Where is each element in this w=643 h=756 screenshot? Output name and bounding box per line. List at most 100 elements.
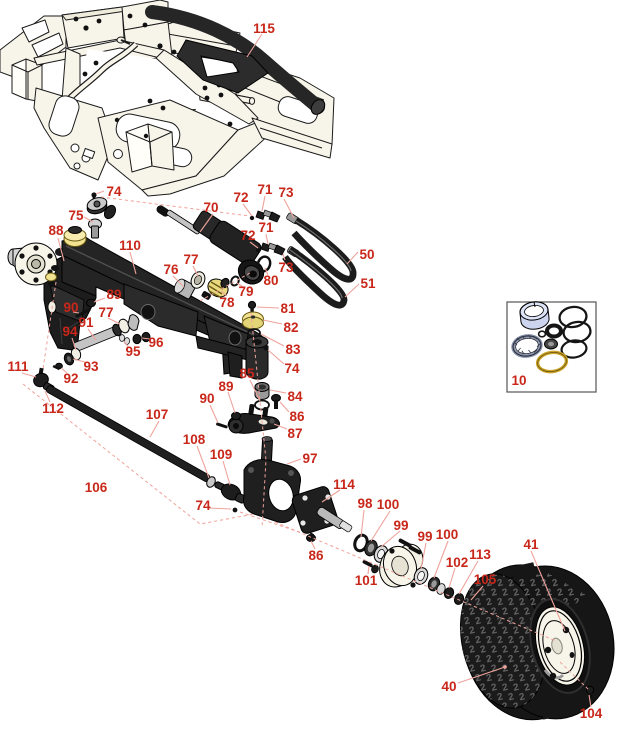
- svg-text:84: 84: [287, 389, 303, 404]
- svg-text:113: 113: [469, 547, 491, 562]
- svg-text:86: 86: [308, 548, 324, 563]
- svg-text:2: 2: [512, 644, 520, 656]
- svg-text:110: 110: [119, 238, 141, 253]
- svg-text:2: 2: [507, 615, 515, 627]
- svg-text:2: 2: [463, 634, 471, 646]
- svg-text:41: 41: [523, 537, 539, 552]
- svg-text:2: 2: [474, 634, 482, 646]
- svg-text:2: 2: [518, 634, 526, 646]
- svg-text:111: 111: [7, 359, 29, 374]
- svg-text:2: 2: [474, 672, 482, 684]
- svg-text:2: 2: [474, 653, 482, 665]
- svg-text:2: 2: [507, 672, 515, 684]
- svg-text:2: 2: [501, 644, 509, 656]
- svg-text:2: 2: [485, 634, 493, 646]
- svg-text:80: 80: [263, 273, 278, 288]
- svg-text:72: 72: [240, 228, 255, 243]
- svg-text:105: 105: [474, 572, 497, 587]
- svg-text:2: 2: [529, 653, 537, 665]
- svg-text:2: 2: [479, 644, 487, 656]
- svg-text:90: 90: [199, 391, 214, 406]
- svg-text:2: 2: [496, 615, 504, 627]
- svg-text:2: 2: [534, 587, 542, 599]
- svg-text:2: 2: [490, 644, 498, 656]
- svg-text:82: 82: [283, 320, 298, 335]
- svg-text:2: 2: [512, 606, 520, 618]
- svg-text:2: 2: [529, 672, 537, 684]
- svg-text:2: 2: [485, 615, 493, 627]
- svg-text:2: 2: [501, 587, 509, 599]
- svg-text:96: 96: [148, 335, 164, 350]
- svg-text:106: 106: [85, 480, 108, 495]
- svg-text:2: 2: [468, 625, 476, 637]
- svg-text:94: 94: [62, 324, 78, 339]
- svg-text:100: 100: [436, 527, 459, 542]
- svg-text:73: 73: [278, 185, 294, 200]
- svg-text:2: 2: [507, 653, 515, 665]
- svg-text:2: 2: [490, 625, 498, 637]
- svg-text:2: 2: [490, 606, 498, 618]
- svg-text:74: 74: [195, 498, 211, 513]
- svg-text:2: 2: [457, 625, 465, 637]
- svg-text:2: 2: [512, 701, 520, 713]
- svg-text:83: 83: [285, 342, 301, 357]
- svg-text:99: 99: [417, 529, 432, 544]
- svg-text:2: 2: [490, 663, 498, 675]
- svg-text:2: 2: [562, 596, 570, 608]
- svg-text:2: 2: [518, 596, 526, 608]
- svg-text:2: 2: [523, 625, 531, 637]
- svg-text:2: 2: [512, 682, 520, 694]
- svg-text:2: 2: [496, 672, 504, 684]
- svg-text:2: 2: [507, 596, 515, 608]
- svg-text:2: 2: [479, 663, 487, 675]
- svg-text:76: 76: [163, 262, 179, 277]
- svg-text:40: 40: [441, 679, 456, 694]
- svg-text:2: 2: [507, 577, 515, 589]
- svg-text:2: 2: [529, 596, 537, 608]
- svg-text:108: 108: [183, 432, 206, 447]
- svg-text:2: 2: [501, 663, 509, 675]
- svg-text:2: 2: [518, 691, 526, 703]
- svg-text:2: 2: [496, 653, 504, 665]
- svg-text:91: 91: [78, 315, 94, 330]
- svg-text:2: 2: [485, 691, 493, 703]
- svg-text:2: 2: [518, 615, 526, 627]
- svg-text:101: 101: [355, 573, 378, 588]
- svg-text:100: 100: [377, 497, 400, 512]
- svg-text:93: 93: [83, 359, 99, 374]
- svg-text:2: 2: [523, 587, 531, 599]
- svg-text:81: 81: [280, 301, 296, 316]
- svg-text:2: 2: [512, 625, 520, 637]
- svg-text:2: 2: [496, 577, 504, 589]
- svg-text:2: 2: [479, 606, 487, 618]
- svg-text:89: 89: [218, 379, 233, 394]
- svg-text:2: 2: [490, 682, 498, 694]
- svg-text:2: 2: [496, 691, 504, 703]
- svg-text:90: 90: [63, 300, 78, 315]
- svg-text:2: 2: [463, 615, 471, 627]
- svg-text:2: 2: [518, 577, 526, 589]
- svg-text:73: 73: [278, 260, 294, 275]
- svg-text:85: 85: [239, 366, 255, 381]
- svg-text:2: 2: [468, 587, 476, 599]
- svg-text:78: 78: [219, 295, 235, 310]
- svg-text:2: 2: [485, 672, 493, 684]
- svg-text:2: 2: [534, 682, 542, 694]
- svg-text:71: 71: [257, 182, 273, 197]
- svg-text:74: 74: [106, 184, 122, 199]
- svg-text:87: 87: [287, 426, 302, 441]
- svg-text:2: 2: [474, 577, 482, 589]
- svg-text:2: 2: [501, 625, 509, 637]
- svg-text:92: 92: [63, 371, 78, 386]
- svg-text:89: 89: [106, 287, 121, 302]
- svg-text:2: 2: [556, 587, 564, 599]
- svg-text:50: 50: [359, 247, 374, 262]
- svg-text:2: 2: [567, 587, 575, 599]
- svg-text:2: 2: [518, 672, 526, 684]
- svg-text:98: 98: [357, 496, 373, 511]
- svg-text:86: 86: [289, 409, 305, 424]
- svg-text:102: 102: [446, 555, 469, 570]
- svg-text:77: 77: [98, 305, 113, 320]
- svg-text:2: 2: [485, 596, 493, 608]
- svg-text:2: 2: [468, 663, 476, 675]
